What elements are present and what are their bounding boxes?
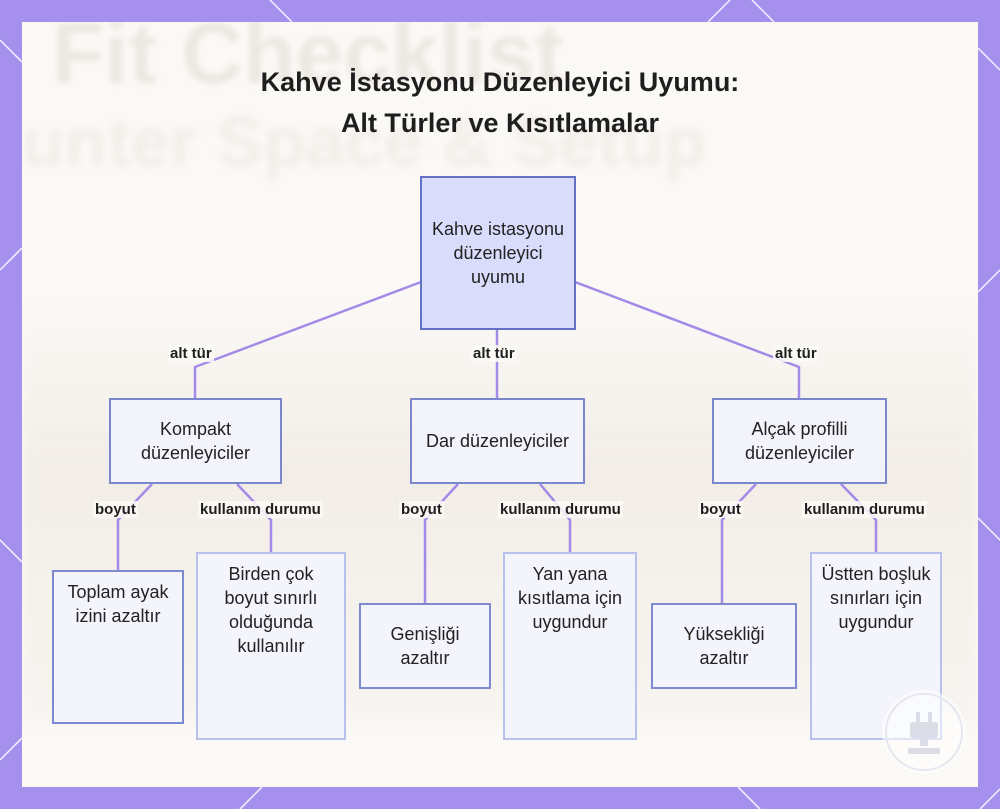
edge-label-size-lowprofile: boyut <box>698 501 743 518</box>
node-lowprofile-use-label: Üstten boşluk sınırları için uygundur <box>821 564 931 632</box>
diagram-title: Kahve İstasyonu Düzenleyici Uyumu: Alt T… <box>150 62 850 144</box>
node-lowprofile-label: Alçak profilli düzenleyiciler <box>744 419 855 463</box>
edge-root-compact <box>193 280 422 398</box>
node-compact-size-label: Toplam ayak izini azaltır <box>67 582 169 626</box>
edge-lowprofile-use <box>840 483 878 552</box>
node-narrow-size: Genişliği azaltır <box>359 603 491 689</box>
node-narrow-use: Yan yana kısıtlama için uygundur <box>503 552 637 740</box>
edge-label-use-lowprofile: kullanım durumu <box>802 501 927 518</box>
node-root: Kahve istasyonu düzenleyici uyumu <box>420 176 576 330</box>
node-narrow-use-label: Yan yana kısıtlama için uygundur <box>517 564 623 632</box>
edge-compact-use <box>236 483 273 552</box>
node-root-label: Kahve istasyonu düzenleyici uyumu <box>431 219 565 287</box>
node-lowprofile-organizers: Alçak profilli düzenleyiciler <box>712 398 887 484</box>
edge-lowprofile-size <box>720 483 757 603</box>
node-narrow-size-label: Genişliği azaltır <box>390 624 460 668</box>
diagram-title-line-2: Alt Türler ve Kısıtlamalar <box>340 108 660 138</box>
edge-label-subtype-compact: alt tür <box>168 345 214 362</box>
edge-narrow-use <box>539 483 572 552</box>
node-compact-size: Toplam ayak izini azaltır <box>52 570 184 724</box>
plug-icon <box>885 693 963 771</box>
node-compact-organizers: Kompakt düzenleyiciler <box>109 398 282 484</box>
edge-label-use-narrow: kullanım durumu <box>498 501 623 518</box>
edge-label-use-compact: kullanım durumu <box>198 501 323 518</box>
node-compact-label: Kompakt düzenleyiciler <box>140 419 251 463</box>
edge-label-subtype-lowprofile: alt tür <box>773 345 819 362</box>
node-lowprofile-size-label: Yüksekliği azaltır <box>683 624 765 668</box>
background-faded-text: Fit Checklist <box>52 22 564 102</box>
edge-root-lowprofile <box>574 280 801 398</box>
node-narrow-organizers: Dar düzenleyiciler <box>410 398 585 484</box>
edge-label-subtype-narrow: alt tür <box>471 345 517 362</box>
edge-compact-size <box>116 483 153 570</box>
node-compact-use-label: Birden çok boyut sınırlı olduğunda kulla… <box>224 564 318 656</box>
edge-label-size-compact: boyut <box>93 501 138 518</box>
node-compact-use: Birden çok boyut sınırlı olduğunda kulla… <box>196 552 346 740</box>
edge-label-size-narrow: boyut <box>399 501 444 518</box>
diagram-title-line-1: Kahve İstasyonu Düzenleyici Uyumu: <box>260 67 740 97</box>
watermark-badge <box>882 690 966 774</box>
edge-narrow-size <box>423 483 459 603</box>
background-faded-subtext: unter Space & Setup <box>22 103 707 181</box>
node-narrow-label: Dar düzenleyiciler <box>425 431 570 451</box>
node-lowprofile-size: Yüksekliği azaltır <box>651 603 797 689</box>
